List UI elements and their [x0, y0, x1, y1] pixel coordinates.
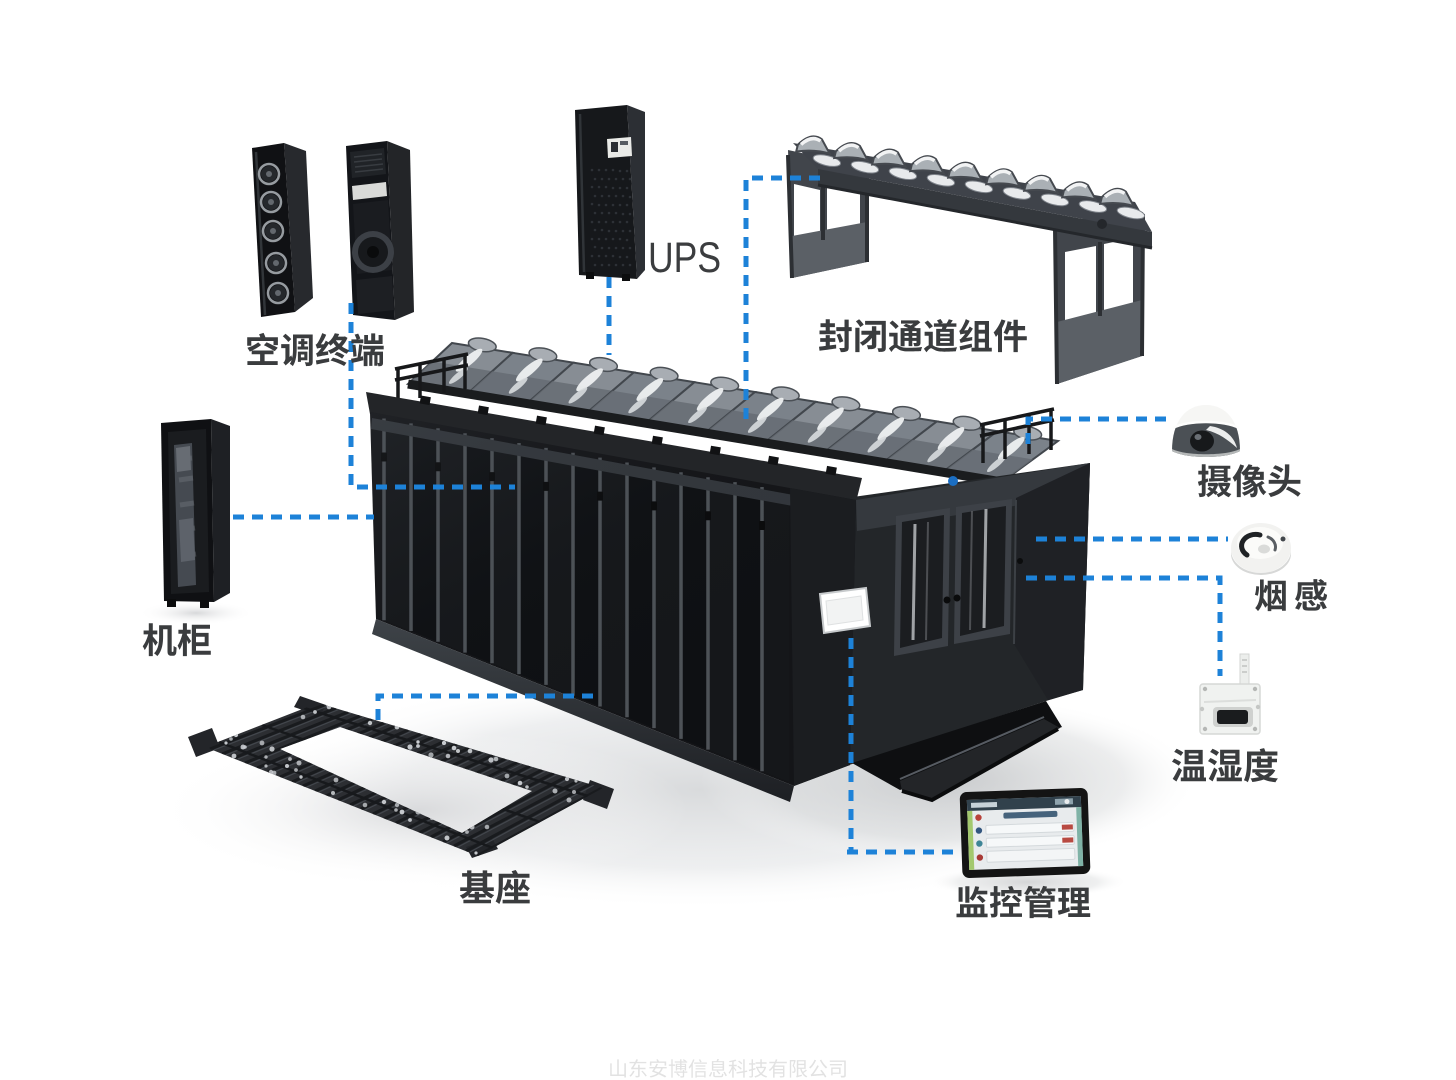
svg-text:UPS: UPS — [648, 234, 721, 282]
